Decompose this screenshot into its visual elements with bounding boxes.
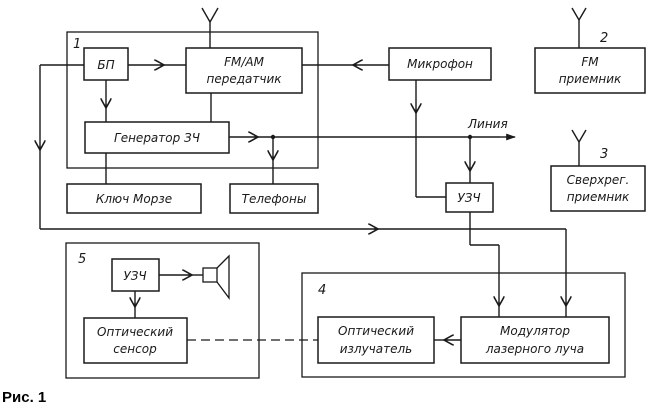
morse-key-block xyxy=(66,183,202,214)
transmitter-label-1: FM/AM xyxy=(224,55,265,69)
optical-sensor-label-2: сенсор xyxy=(113,342,157,356)
generator-block xyxy=(84,121,230,154)
line-label: Линия xyxy=(467,117,508,131)
antenna-icon xyxy=(571,129,587,166)
group-5-frame xyxy=(65,242,260,379)
connections xyxy=(40,32,566,340)
speaker-icon xyxy=(202,254,230,300)
figure-caption: Рис. 1 xyxy=(2,389,46,406)
optical-sensor-block xyxy=(83,317,188,364)
antenna-icon xyxy=(571,7,587,48)
fm-receiver-block xyxy=(534,47,646,94)
group-4-number: 4 xyxy=(318,283,326,298)
regen-receiver-block xyxy=(550,165,646,212)
antenna-icon xyxy=(201,7,219,32)
modulator-label-2: лазерного луча xyxy=(485,342,584,356)
power-supply-label: БП xyxy=(97,58,114,72)
group-4-frame xyxy=(301,272,626,378)
phones-label: Телефоны xyxy=(242,192,307,206)
amplifier-rx-block xyxy=(111,258,160,292)
optical-sensor-label-1: Оптический xyxy=(97,325,173,339)
modulator-label-1: Модулятор xyxy=(500,324,570,338)
optical-emitter-label-1: Оптический xyxy=(338,324,414,338)
amplifier-rx-label: УЗЧ xyxy=(123,269,146,283)
fm-receiver-label-2: приемник xyxy=(559,72,622,86)
microphone-label: Микрофон xyxy=(407,57,473,71)
morse-key-label: Ключ Морзе xyxy=(96,192,172,206)
group-1-number: 1 xyxy=(73,37,81,52)
generator-label: Генератор ЗЧ xyxy=(114,131,200,145)
phones-block xyxy=(229,183,319,214)
transmitter-block xyxy=(185,47,303,94)
group-5-number: 5 xyxy=(78,252,86,267)
microphone-block xyxy=(388,47,492,81)
regen-receiver-label-1: Сверхрег. xyxy=(567,173,630,187)
optical-emitter-label-2: излучатель xyxy=(340,342,413,356)
amplifier-mid-block xyxy=(445,182,494,213)
group-1-frame xyxy=(66,31,319,169)
fm-receiver-label-1: FM xyxy=(581,55,599,69)
group-2-number: 2 xyxy=(600,31,608,46)
amplifier-mid-label: УЗЧ xyxy=(457,191,480,205)
power-supply-block xyxy=(83,47,129,81)
modulator-block xyxy=(460,316,610,364)
transmitter-label-2: передатчик xyxy=(206,72,282,86)
group-3-number: 3 xyxy=(600,147,608,162)
regen-receiver-label-2: приемник xyxy=(567,190,630,204)
